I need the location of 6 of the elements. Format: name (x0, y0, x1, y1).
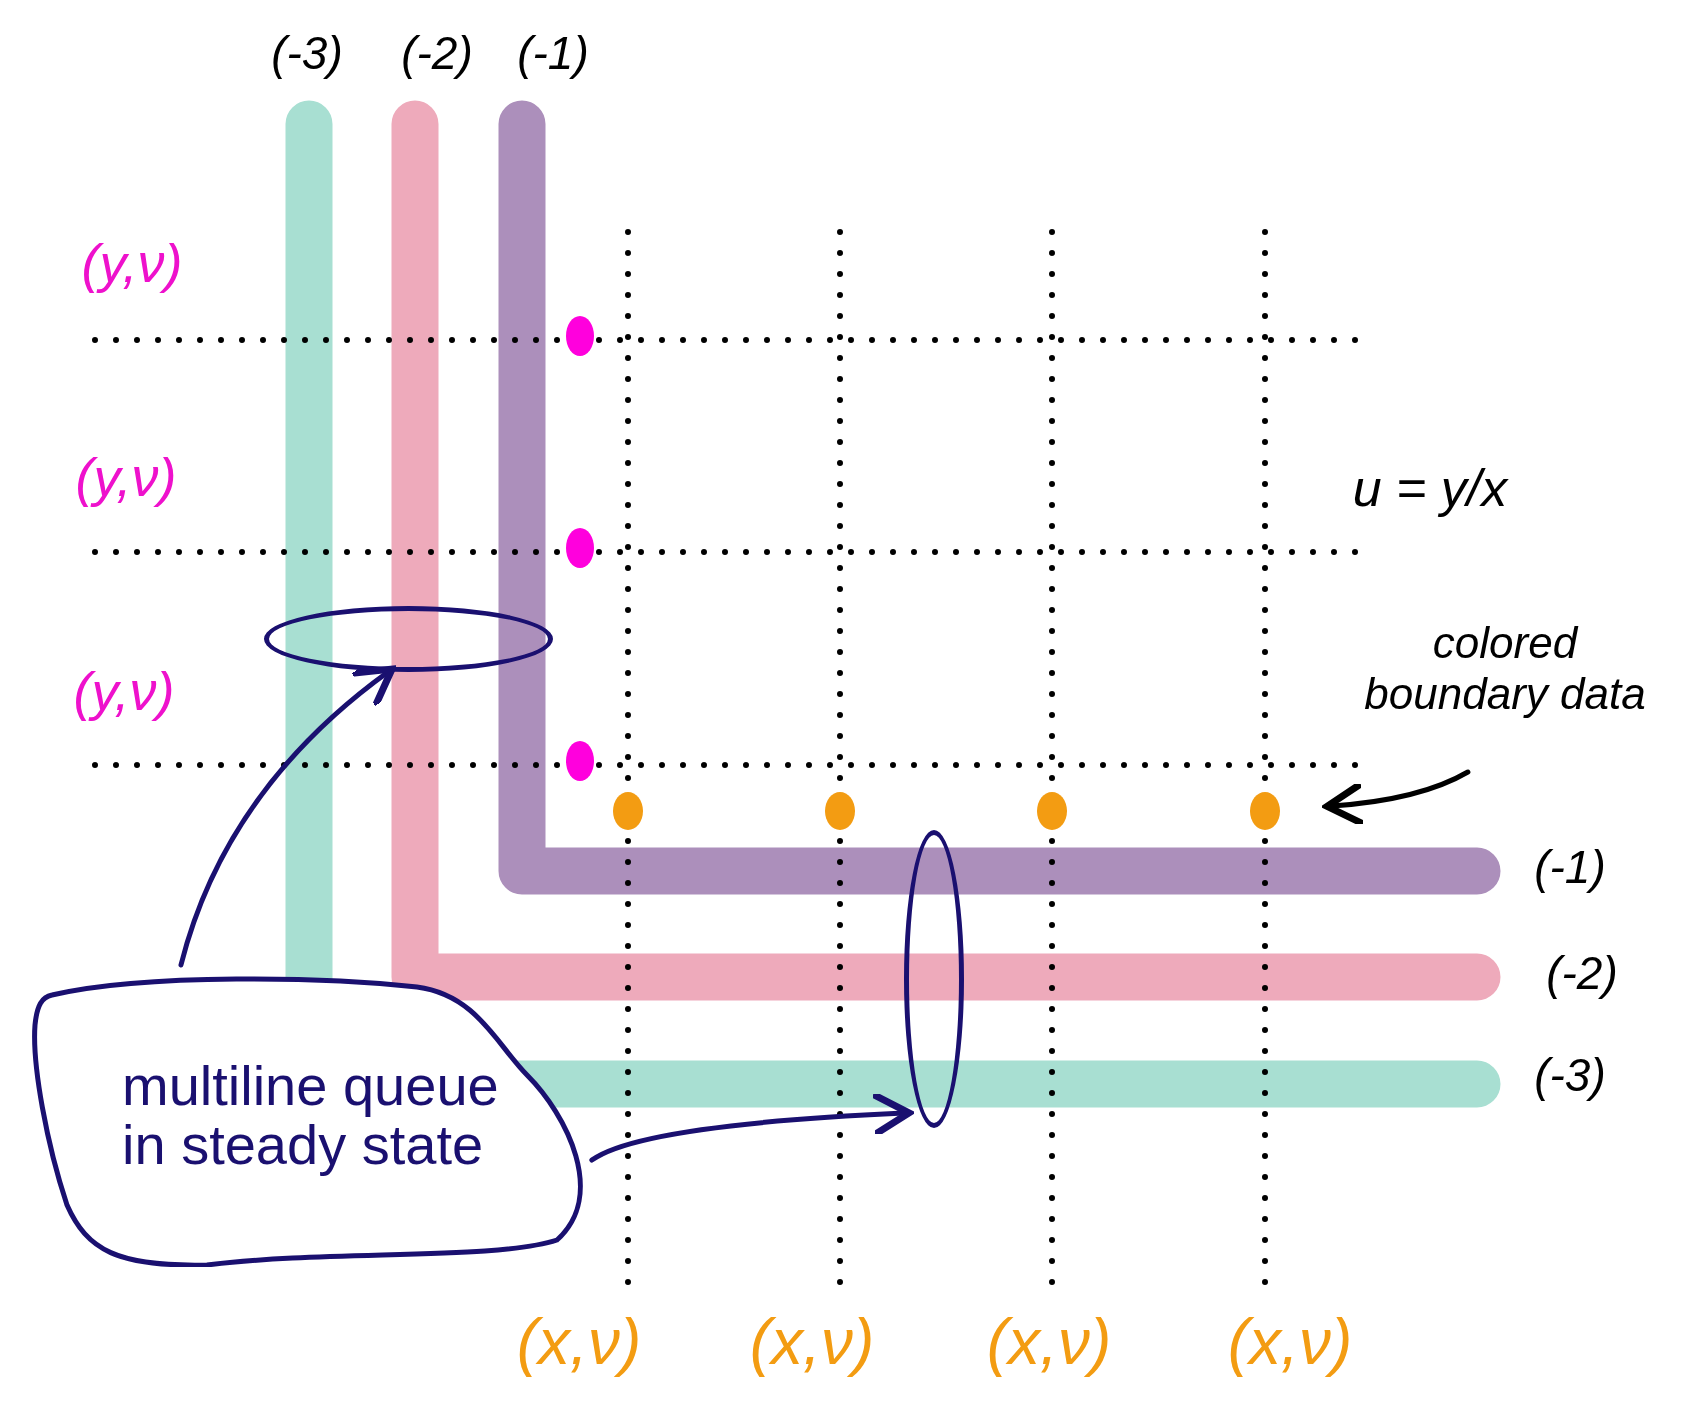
annotation-text: multiline queue in steady state (121, 1057, 500, 1175)
curved-arrow (589, 1091, 913, 1163)
annotation-text: colored boundary data (1360, 618, 1650, 772)
ellipse-outline (264, 606, 553, 672)
curved-arrow (178, 665, 396, 968)
ellipse-outline (904, 830, 964, 1128)
